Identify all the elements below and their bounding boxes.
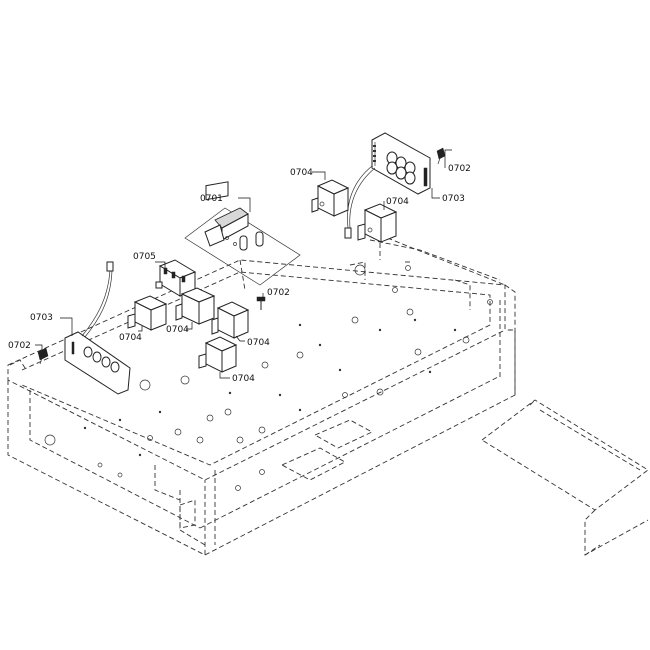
screw-0702-left [37,347,49,365]
relay-0704-center-a [175,287,216,325]
part-labels: 0701 0702 0703 0704 0704 0702 0705 0703 … [8,164,471,384]
relay-0704-lower [198,336,238,373]
relay-0704-left [127,295,168,331]
leader-lines [35,149,452,379]
relay-board-0703-top [344,132,431,239]
screw-0702-mid [256,296,266,310]
label-0701: 0701 [200,194,223,204]
label-0703-top: 0703 [442,194,465,204]
label-0702-mid: 0702 [267,288,290,298]
relay-0704-upper-right-b [357,203,398,243]
label-0704-c: 0704 [119,333,142,343]
label-0705: 0705 [133,252,156,262]
label-0703-left: 0703 [30,313,53,323]
chassis-enclosure [7,234,516,556]
relay-0704-center-b [211,301,250,339]
label-0702-top: 0702 [448,164,471,174]
label-0704-b: 0704 [386,197,409,207]
side-panel [481,399,649,556]
relay-board-0703-left [64,261,131,395]
label-0704-e: 0704 [247,338,270,348]
label-0704-a: 0704 [290,168,313,178]
label-0702-left: 0702 [8,341,31,351]
control-board-0701 [184,181,301,286]
label-0704-f: 0704 [232,374,255,384]
terminal-block-0705 [155,259,197,297]
screw-0702-top [436,147,446,165]
label-0704-d: 0704 [166,325,189,335]
relay-0704-upper-right-a [311,179,350,217]
